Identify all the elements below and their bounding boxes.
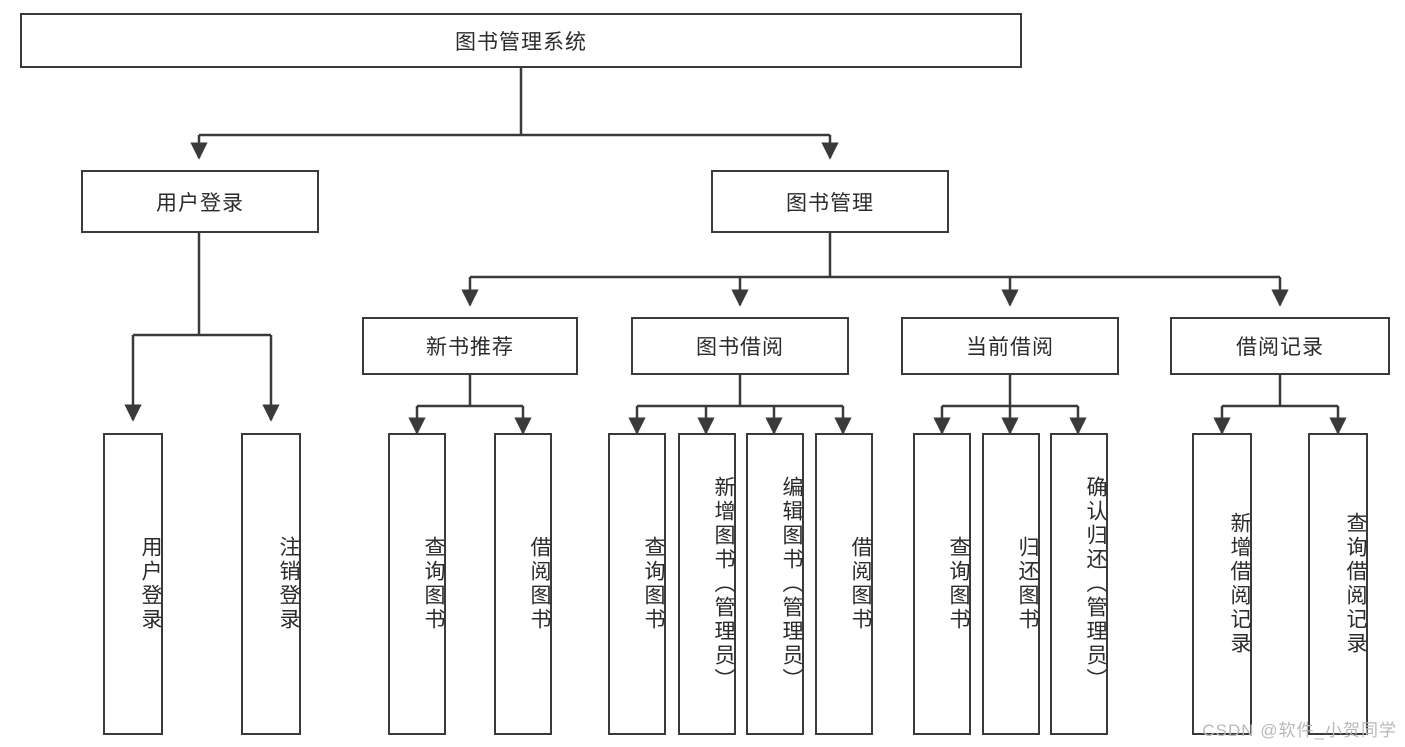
leaf-add-book-admin[interactable]: 新增图书（管理员）: [678, 433, 736, 735]
node-label: 查询图书: [642, 536, 665, 632]
leaf-query-borrow-record[interactable]: 查询借阅记录: [1308, 433, 1368, 735]
node-label: 用户登录: [156, 191, 244, 215]
node-user-login[interactable]: 用户登录: [81, 170, 319, 233]
node-label: 编辑图书（管理员）: [780, 476, 803, 692]
node-label: 借阅图书: [528, 536, 551, 632]
node-label: 借阅图书: [849, 536, 872, 632]
leaf-query-book-recommend[interactable]: 查询图书: [388, 433, 446, 735]
node-label: 新书推荐: [426, 336, 514, 359]
node-label: 查询图书: [947, 536, 970, 632]
node-label: 借阅记录: [1236, 336, 1324, 359]
node-borrow-record[interactable]: 借阅记录: [1170, 317, 1390, 375]
leaf-query-book-current[interactable]: 查询图书: [913, 433, 971, 735]
node-label: 新增图书（管理员）: [712, 476, 735, 692]
leaf-add-borrow-record[interactable]: 新增借阅记录: [1192, 433, 1252, 735]
node-label: 图书管理: [786, 191, 874, 215]
leaf-edit-book-admin[interactable]: 编辑图书（管理员）: [746, 433, 804, 735]
leaf-user-login[interactable]: 用户登录: [103, 433, 163, 735]
node-current-borrow[interactable]: 当前借阅: [901, 317, 1119, 375]
node-label: 用户登录: [139, 536, 162, 632]
leaf-borrow-book-recommend[interactable]: 借阅图书: [494, 433, 552, 735]
node-book-management[interactable]: 图书管理: [711, 170, 949, 233]
leaf-confirm-return-admin[interactable]: 确认归还（管理员）: [1050, 433, 1108, 735]
leaf-logout[interactable]: 注销登录: [241, 433, 301, 735]
leaf-return-book[interactable]: 归还图书: [982, 433, 1040, 735]
leaf-query-book-borrow[interactable]: 查询图书: [608, 433, 666, 735]
node-book-borrow[interactable]: 图书借阅: [631, 317, 849, 375]
node-label: 当前借阅: [966, 336, 1054, 359]
node-label: 图书借阅: [696, 336, 784, 359]
node-label: 新增借阅记录: [1228, 512, 1251, 656]
node-label: 归还图书: [1016, 536, 1039, 632]
node-label: 注销登录: [277, 536, 300, 632]
node-label: 确认归还（管理员）: [1084, 476, 1107, 692]
watermark-text: CSDN @软件_小贺同学: [1202, 721, 1397, 740]
node-new-book-recommend[interactable]: 新书推荐: [362, 317, 578, 375]
node-label: 查询借阅记录: [1344, 512, 1367, 656]
node-root-book-management-system[interactable]: 图书管理系统: [20, 13, 1022, 68]
leaf-borrow-book[interactable]: 借阅图书: [815, 433, 873, 735]
node-label: 查询图书: [422, 536, 445, 632]
node-label: 图书管理系统: [455, 30, 587, 54]
